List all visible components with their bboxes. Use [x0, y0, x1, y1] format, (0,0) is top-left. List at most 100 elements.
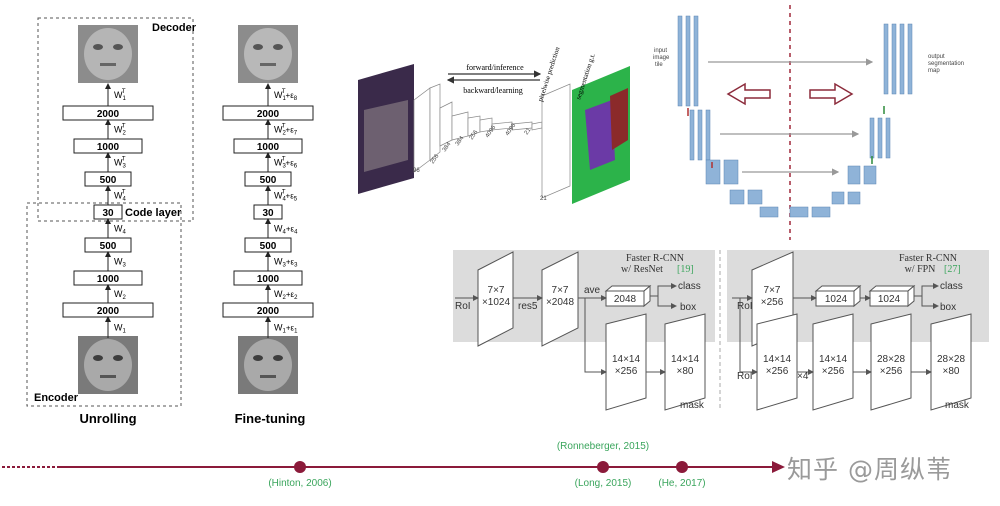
- fcn-dim-label: 21: [524, 127, 533, 136]
- layer-size: 500: [100, 175, 117, 186]
- weight-label: W1: [114, 323, 127, 335]
- encoder-label: Encoder: [34, 392, 79, 404]
- mask-block-label: 14×14×256: [763, 354, 792, 377]
- maskrcnn-diagram: Faster R-CNN w/ ResNet [19] Faster R-CNN…: [453, 250, 989, 411]
- mask-block-label: 2048: [614, 294, 637, 305]
- mask-block-label: 28×28×80: [937, 354, 966, 377]
- weight-label: W1T+ε8: [274, 89, 298, 102]
- timeline-label-hinton: (Hinton, 2006): [268, 478, 331, 489]
- weight-label: W2T: [114, 124, 127, 137]
- x4-label: ×4: [797, 371, 809, 382]
- weight-label: W4+ε4: [274, 224, 298, 236]
- mask-right: mask: [945, 400, 970, 411]
- timeline-label-ronneberger: (Ronneberger, 2015): [557, 441, 649, 452]
- fcn-dim-label: 256: [430, 153, 441, 165]
- decoder-box: [37, 17, 194, 222]
- mask-block-label: 7×7×256: [761, 285, 784, 308]
- weight-label: W3+ε3: [274, 257, 298, 269]
- face-image-bottom-right: [238, 336, 298, 394]
- class-left: class: [678, 281, 701, 292]
- face-image-top-left: [78, 25, 138, 83]
- layer-size: 2000: [257, 306, 280, 317]
- decoder-label: Decoder: [152, 22, 197, 34]
- backward-label: backward/learning: [463, 86, 523, 95]
- weight-label: W4: [114, 224, 127, 236]
- layer-size: 30: [262, 208, 274, 219]
- mask-block-label: 1024: [825, 294, 848, 305]
- roi-right-top: RoI: [737, 301, 753, 312]
- layer-size: 500: [260, 175, 277, 186]
- left-arrow-shape: [726, 82, 771, 106]
- mask-block-label: 1024: [878, 294, 901, 305]
- weight-label: W1T: [114, 89, 127, 102]
- ave-label: ave: [584, 285, 601, 296]
- roi-left: RoI: [455, 301, 471, 312]
- weight-label: W1+ε1: [274, 323, 298, 335]
- weight-label: W3T+ε6: [274, 157, 298, 170]
- fcn-dim-label: 96: [413, 168, 420, 174]
- code-layer-label: Code layer: [125, 207, 182, 219]
- mask-block-label: 7×7×2048: [546, 285, 575, 308]
- layer-size: 1000: [257, 142, 280, 153]
- fcn-dim-label: 384: [442, 141, 453, 153]
- mask-block-label: 14×14×80: [671, 354, 700, 377]
- right-subtitle: w/ FPN: [905, 264, 936, 275]
- layer-size: 30: [102, 208, 114, 219]
- box-right: box: [940, 302, 956, 313]
- finetuning-label: Fine-tuning: [235, 411, 306, 426]
- fcn-dim-label: 384: [455, 135, 466, 147]
- layer-size: 1000: [97, 274, 120, 285]
- fcn-dim-label: 21: [540, 196, 547, 202]
- roi-right-bottom: RoI: [737, 371, 753, 382]
- mask-block-label: 7×7×1024: [482, 285, 511, 308]
- mask-block-label: 28×28×256: [877, 354, 906, 377]
- timeline-dot-long: [597, 461, 609, 473]
- weight-label: W2: [114, 289, 127, 301]
- timeline: (Hinton, 2006) (Ronneberger, 2015) (Long…: [0, 441, 785, 489]
- weight-label: W3T: [114, 157, 127, 170]
- timeline-arrowhead: [772, 461, 785, 473]
- right-arrow-shape: [809, 82, 854, 106]
- layer-size: 500: [260, 241, 277, 252]
- timeline-dot-hinton: [294, 461, 306, 473]
- layer-size: 1000: [97, 142, 120, 153]
- layer-size: 500: [100, 241, 117, 252]
- weight-label: W3: [114, 257, 127, 269]
- timeline-label-he: (He, 2017): [658, 478, 705, 489]
- forward-label: forward/inference: [466, 63, 524, 72]
- layer-size: 2000: [97, 306, 120, 317]
- face-image-bottom-left: [78, 336, 138, 394]
- unrolling-label: Unrolling: [79, 411, 136, 426]
- weight-label: W2T+ε7: [274, 124, 298, 137]
- face-image-top-right: [238, 25, 298, 83]
- box-left: box: [680, 302, 696, 313]
- layer-size: 2000: [97, 109, 120, 120]
- weight-label: W2+ε2: [274, 289, 298, 301]
- fcn-diagram: forward/inference backward/learning pixe…: [358, 46, 630, 204]
- watermark-text: 知乎 @周纵苇: [787, 455, 952, 484]
- layer-size: 1000: [257, 274, 280, 285]
- weight-label: W4T: [114, 190, 127, 203]
- res5-label: res5: [518, 301, 538, 312]
- left-ref: [19]: [677, 264, 694, 275]
- timeline-label-long: (Long, 2015): [575, 478, 632, 489]
- class-right: class: [940, 281, 963, 292]
- mask-left: mask: [680, 400, 705, 411]
- right-title: Faster R-CNN: [899, 253, 957, 264]
- mask-block-label: 14×14×256: [819, 354, 848, 377]
- weight-label: W4T+ε5: [274, 190, 298, 203]
- layer-size: 2000: [257, 109, 280, 120]
- encoder-box: [26, 202, 182, 407]
- timeline-dot-he: [676, 461, 688, 473]
- left-subtitle: w/ ResNet: [621, 264, 663, 275]
- mask-block-label: 14×14×256: [612, 354, 641, 377]
- right-ref: [27]: [944, 264, 961, 275]
- fcn-dim-label: 256: [469, 129, 480, 141]
- left-title: Faster R-CNN: [626, 253, 684, 264]
